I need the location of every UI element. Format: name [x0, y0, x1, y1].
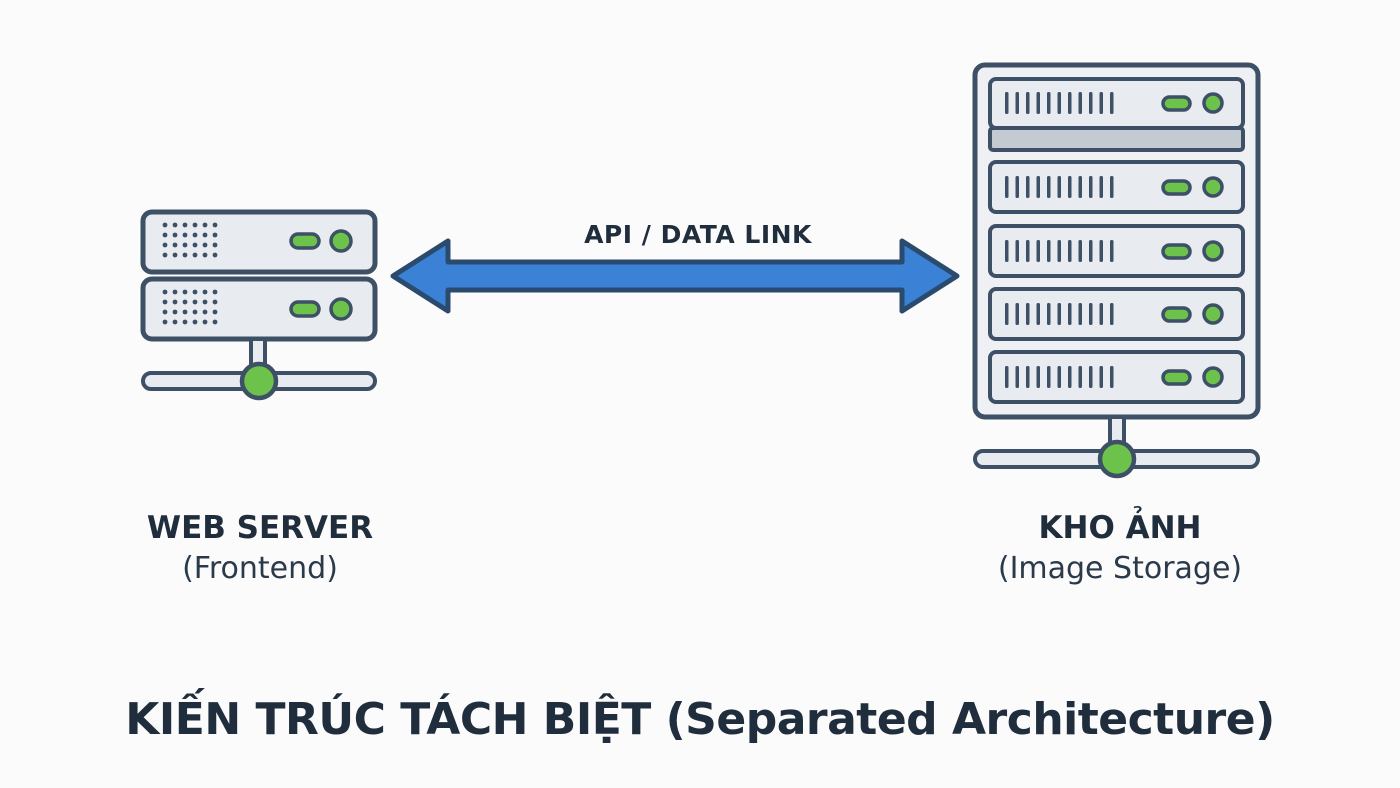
- node-caption-web-server: WEB SERVER (Frontend): [100, 508, 420, 590]
- node-name: KHO ẢNH: [1038, 510, 1202, 546]
- edge-label: API / DATA LINK: [584, 220, 812, 249]
- web-server-icon: [140, 209, 378, 401]
- double-arrow-icon: [390, 238, 960, 314]
- diagram-title: KIẾN TRÚC TÁCH BIỆT (Separated Architect…: [125, 694, 1275, 745]
- node-caption-image-storage: KHO ẢNH (Image Storage): [940, 508, 1300, 590]
- node-name: WEB SERVER: [146, 510, 374, 546]
- node-role: (Image Storage): [997, 551, 1243, 586]
- node-role: (Frontend): [182, 551, 338, 586]
- storage-rack-icon: [972, 62, 1261, 479]
